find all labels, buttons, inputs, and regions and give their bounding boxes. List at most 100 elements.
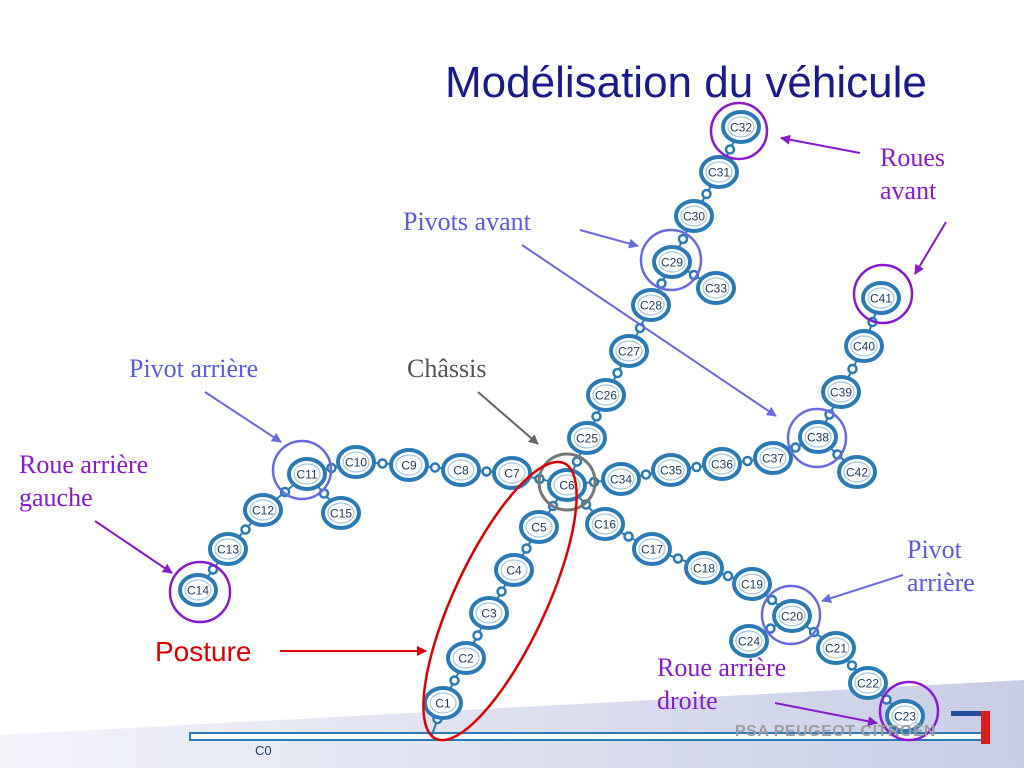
highlight-ring-c20 [760, 584, 822, 646]
arrow-pivot-arriere-c20 [821, 574, 904, 604]
node-label-c5: C5 [531, 521, 547, 535]
node-c25: C25 [567, 421, 607, 455]
node-c17: C17 [632, 532, 672, 566]
label-posture: Posture [155, 636, 252, 667]
node-inner-c30 [680, 205, 708, 227]
label-roue-arriere-droite-line1: Roue arrière [657, 653, 787, 682]
node-c4: C4 [494, 553, 534, 587]
node-label-c42: C42 [846, 466, 868, 480]
node-label-c14: C14 [187, 584, 209, 598]
node-inner-c29 [658, 251, 686, 273]
nodes-layer: C1C2C3C4C5C6C7C8C9C10C11C12C13C14C15C16C… [178, 110, 925, 733]
node-label-c37: C37 [762, 452, 784, 466]
node-c18: C18 [684, 551, 724, 585]
joint-c34-c35 [640, 469, 652, 480]
node-label-c27: C27 [618, 345, 640, 359]
node-label-c41: C41 [870, 292, 892, 306]
joint-c3-c4 [496, 586, 507, 597]
node-c5: C5 [519, 510, 559, 544]
node-c29: C29 [652, 245, 692, 279]
joint-c16-c17 [623, 531, 634, 542]
node-c15: C15 [321, 496, 361, 530]
node-c28: C28 [631, 288, 671, 322]
node-label-c4: C4 [506, 564, 522, 578]
node-inner-c11 [293, 463, 321, 485]
node-inner-c23 [891, 705, 919, 727]
node-inner-c8 [447, 459, 475, 481]
label-roues-avant-line2: avant [880, 176, 937, 205]
node-c23: C23 [885, 699, 925, 733]
joint-c2-c3 [472, 630, 483, 641]
node-c8: C8 [441, 453, 481, 487]
label-roues-avant: Roues avant [880, 141, 945, 207]
psa-logo-text: PSA PEUGEOT CITROËN [735, 723, 936, 740]
node-inner-c7 [498, 462, 526, 484]
node-label-c33: C33 [705, 282, 727, 296]
node-c30: C30 [674, 199, 714, 233]
joint-c36-c37 [742, 455, 753, 467]
node-label-c32: C32 [730, 121, 752, 135]
node-c21: C21 [816, 631, 856, 665]
node-inner-c9 [395, 454, 423, 476]
node-label-c12: C12 [252, 504, 274, 518]
node-inner-c31 [705, 161, 733, 183]
node-label-c31: C31 [708, 166, 730, 180]
node-label-c34: C34 [610, 473, 632, 487]
node-inner-c15 [327, 502, 355, 524]
highlight-ring-c11 [271, 439, 333, 501]
node-label-c30: C30 [683, 210, 705, 224]
label-roue-arriere-droite: Roue arrière droite [657, 651, 786, 717]
arrow-roue-arriere-droite [774, 702, 878, 727]
node-c40: C40 [844, 329, 884, 363]
joint-c29-c30 [677, 233, 689, 245]
node-label-c39: C39 [830, 386, 852, 400]
node-label-c20: C20 [781, 610, 803, 624]
node-c13: C13 [208, 532, 248, 566]
joint-c8-c9 [429, 462, 441, 473]
node-label-c35: C35 [660, 464, 682, 478]
node-c1: C1 [423, 686, 463, 720]
joint-c7-c8 [481, 466, 492, 477]
node-inner-c40 [850, 335, 878, 357]
arrow-pivots-avant-c29 [579, 229, 639, 249]
node-inner-c27 [615, 340, 643, 362]
node-label-c10: C10 [345, 456, 367, 470]
arrow-roues-avant-c41 [914, 221, 947, 275]
node-inner-c4 [500, 559, 528, 581]
highlight-ring-c29 [639, 228, 703, 292]
node-label-c23: C23 [894, 710, 916, 724]
joint-c6-c25 [571, 456, 583, 467]
node-inner-c2 [452, 647, 480, 669]
joint-c1-c2 [449, 675, 460, 686]
joint-c26-c27 [612, 367, 623, 379]
node-inner-c13 [214, 538, 242, 560]
node-c39: C39 [821, 375, 861, 409]
node-c26: C26 [586, 378, 626, 412]
node-inner-c28 [637, 294, 665, 316]
highlight-ring-c32 [709, 101, 769, 161]
node-c31: C31 [699, 155, 739, 189]
label-pivots-avant: Pivots avant [403, 207, 531, 236]
joint-c37-c38 [790, 442, 801, 453]
node-inner-c37 [759, 447, 787, 469]
node-inner-c16 [591, 513, 619, 535]
node-c10: C10 [336, 445, 376, 479]
ground-label: C0 [255, 743, 272, 758]
node-c42: C42 [837, 455, 877, 489]
label-roue-arriere-droite-line2: droite [657, 686, 718, 715]
joint-c35-c36 [691, 461, 702, 473]
node-inner-c1 [429, 692, 457, 714]
node-label-c25: C25 [576, 432, 598, 446]
node-inner-c39 [827, 381, 855, 403]
joint-c21-c22 [846, 660, 858, 671]
node-c27: C27 [609, 334, 649, 368]
node-label-c15: C15 [330, 507, 352, 521]
node-inner-c35 [657, 459, 685, 481]
node-label-c19: C19 [741, 578, 763, 592]
node-inner-c3 [475, 602, 503, 624]
node-inner-c24 [735, 630, 763, 652]
joint-c31-c32 [724, 144, 736, 155]
node-label-c22: C22 [857, 677, 879, 691]
highlight-ring-c41 [852, 263, 914, 325]
